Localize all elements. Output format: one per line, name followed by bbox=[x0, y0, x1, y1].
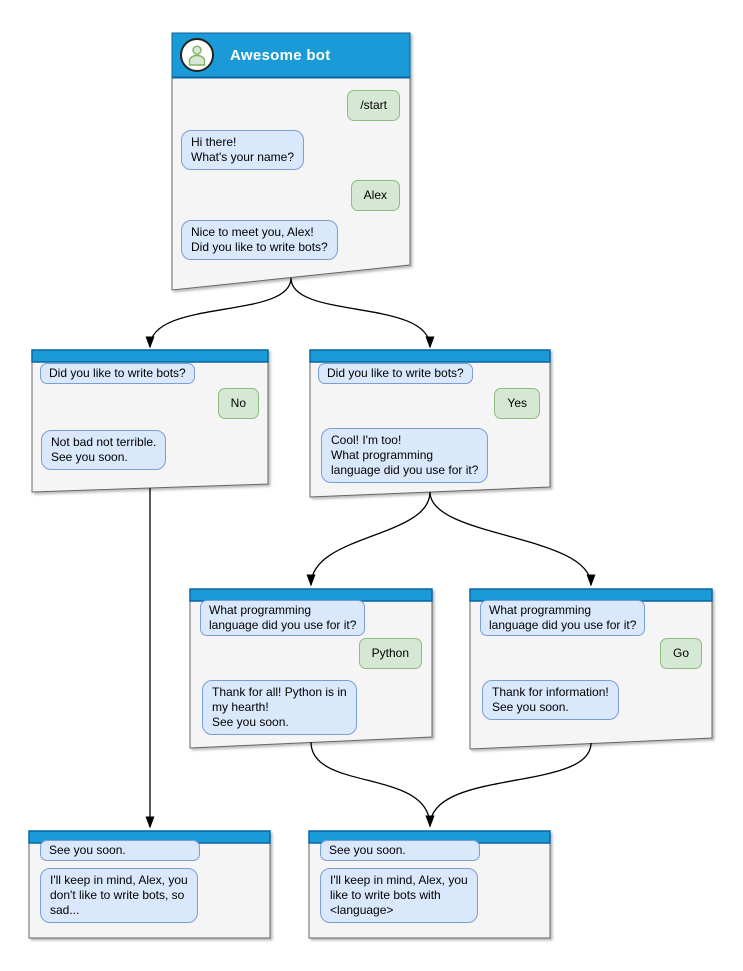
chat-node-branch-yes: Did you like to write bots? Yes Cool! I'… bbox=[310, 350, 550, 497]
edge-start-to-branch-yes bbox=[290, 277, 435, 349]
user-message-bubble: Go bbox=[659, 638, 702, 669]
bot-message-bubble: Did you like to write bots? bbox=[40, 363, 195, 384]
bot-message-bubble: I'll keep in mind, Alex, you don't like … bbox=[40, 868, 198, 923]
user-message-bubble: Python bbox=[358, 638, 422, 669]
bot-message-bubble: Nice to meet you, Alex! Did you like to … bbox=[181, 220, 338, 260]
user-message-bubble: No bbox=[217, 388, 259, 419]
chat-node-branch-no: Did you like to write bots? No Not bad n… bbox=[32, 350, 268, 492]
user-message-bubble: Yes bbox=[494, 388, 540, 419]
user-message-bubble: Alex bbox=[350, 180, 400, 211]
bot-message-bubble: What programming language did you use fo… bbox=[480, 600, 646, 636]
bot-title: Awesome bot bbox=[230, 47, 331, 64]
user-message-bubble: /start bbox=[347, 90, 400, 121]
chat-node-lang-go: What programming language did you use fo… bbox=[470, 589, 712, 749]
bot-message-bubble: Cool! I'm too! What programming language… bbox=[321, 428, 489, 483]
edge-start-to-branch-no bbox=[145, 277, 292, 349]
bot-message-bubble: See you soon. bbox=[40, 840, 200, 861]
edge-branch-yes-to-lang-python bbox=[306, 491, 431, 587]
chat-node-start: Awesome bot /start Hi there! What's your… bbox=[172, 33, 410, 290]
bot-message-bubble: Hi there! What's your name? bbox=[181, 130, 305, 170]
bot-message-bubble: What programming language did you use fo… bbox=[200, 600, 366, 636]
chat-node-lang-python: What programming language did you use fo… bbox=[190, 589, 432, 748]
bot-message-bubble: Did you like to write bots? bbox=[318, 363, 473, 384]
chat-node-end-no: See you soon. I'll keep in mind, Alex, y… bbox=[29, 831, 270, 938]
chat-node-end-yes: See you soon. I'll keep in mind, Alex, y… bbox=[309, 831, 550, 938]
bot-message-bubble: See you soon. bbox=[320, 840, 480, 861]
edge-lang-python-to-end-yes bbox=[310, 741, 435, 828]
bot-message-bubble: Thank for all! Python is in my hearth! S… bbox=[202, 680, 357, 735]
edge-lang-go-to-end-yes bbox=[425, 742, 592, 828]
bot-message-bubble: I'll keep in mind, Alex, you like to wri… bbox=[320, 868, 478, 923]
edge-branch-yes-to-lang-go bbox=[429, 491, 596, 587]
bot-message-bubble: Not bad not terrible. See you soon. bbox=[41, 430, 167, 470]
bot-message-bubble: Thank for information! See you soon. bbox=[482, 680, 619, 720]
person-icon bbox=[188, 45, 206, 66]
bot-avatar bbox=[180, 38, 214, 72]
